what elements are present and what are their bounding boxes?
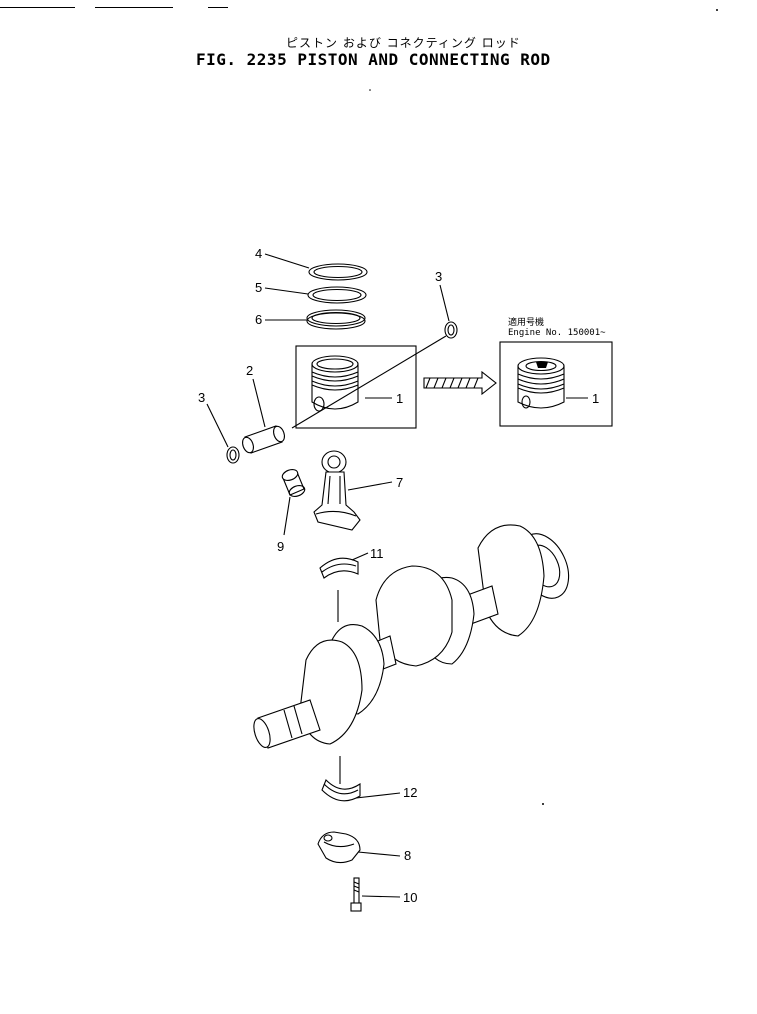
leader-11: [351, 552, 369, 561]
bushing: [281, 469, 306, 497]
bearing-lower: [321, 779, 361, 802]
piston-inset: [517, 357, 565, 409]
callout-3-left: 3: [198, 390, 205, 405]
callout-7: 7: [396, 475, 403, 490]
inset-frame: [499, 341, 613, 427]
speck: [716, 9, 718, 11]
title-japanese: ピストン および コネクティング ロッド: [286, 36, 521, 50]
leader-4: [264, 253, 310, 269]
piston-ring-top: [308, 263, 368, 281]
figure-title: FIG. 2235 PISTON AND CONNECTING ROD: [196, 50, 551, 69]
leader-12: [355, 792, 401, 799]
rod-cap: [317, 831, 361, 864]
callout-4: 4: [255, 246, 262, 261]
connecting-rod: [313, 450, 361, 531]
piston-ring-oil: [306, 309, 366, 330]
callout-8: 8: [404, 848, 411, 863]
header-rule-2: [95, 7, 173, 8]
speck: [542, 803, 544, 805]
callout-3-right: 3: [435, 269, 442, 284]
crankshaft: [253, 524, 570, 749]
header-rule-1: [0, 7, 75, 8]
bearing-upper: [319, 557, 359, 579]
leader-7: [347, 481, 393, 491]
leader-10: [361, 895, 401, 898]
callout-9: 9: [277, 539, 284, 554]
callout-11: 11: [370, 546, 384, 561]
leader-5: [264, 287, 309, 295]
inset-note-jp: 適用号機: [508, 316, 544, 328]
bolt: [350, 877, 362, 912]
callout-1-inset: 1: [592, 391, 599, 406]
inset-note-engine-no: Engine No. 150001~: [508, 328, 606, 338]
piston-pin: [242, 425, 285, 454]
leader-2: [252, 378, 266, 428]
speck: [369, 89, 371, 91]
snap-ring-left: [226, 446, 240, 464]
callout-12: 12: [403, 785, 417, 800]
leader-8: [357, 851, 401, 857]
piston-ring-second: [307, 286, 367, 304]
header-rule-3: [208, 7, 228, 8]
snap-ring-right: [444, 321, 458, 339]
callout-6: 6: [255, 312, 262, 327]
leader-9: [283, 496, 291, 536]
arrow-to-inset: [423, 370, 497, 396]
callout-5: 5: [255, 280, 262, 295]
callout-1: 1: [396, 391, 403, 406]
leader-3-right: [439, 284, 450, 322]
callout-2: 2: [246, 363, 253, 378]
leader-3-left: [206, 403, 229, 448]
piston-frame: [295, 345, 417, 429]
piston: [311, 355, 359, 412]
pin-axis-line: [291, 335, 447, 429]
callout-10: 10: [403, 890, 417, 905]
